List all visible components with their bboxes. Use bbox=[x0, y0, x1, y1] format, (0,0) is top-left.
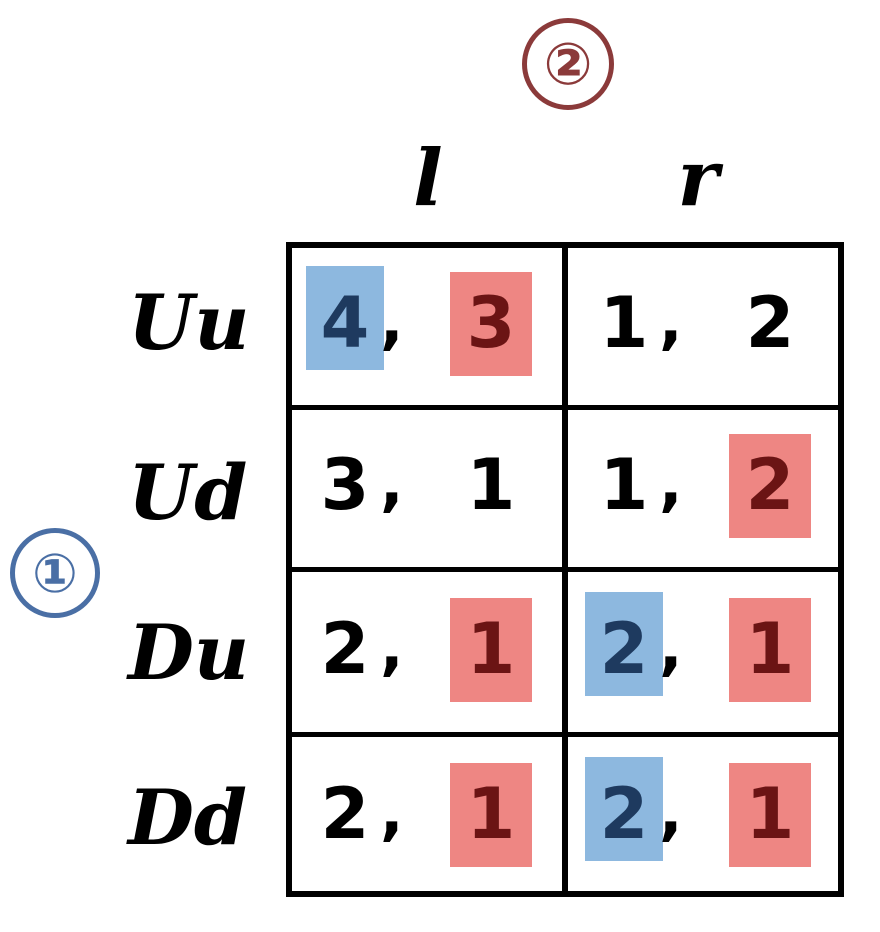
player-1-payoff: 2 bbox=[599, 772, 649, 855]
payoff-separator: , bbox=[380, 446, 404, 519]
player-1-payoff: 2 bbox=[320, 607, 370, 690]
player-1-payoff: 2 bbox=[599, 607, 649, 690]
player-2-payoff: 1 bbox=[466, 772, 516, 855]
player-2-best-response-highlight bbox=[729, 434, 811, 538]
payoff-separator: , bbox=[659, 283, 683, 357]
row-label-ud: Ud bbox=[128, 448, 248, 537]
player-2-label: ② bbox=[522, 18, 614, 110]
column-label-r: r bbox=[677, 133, 719, 224]
player-1-best-response-highlight bbox=[306, 265, 384, 370]
player-2-payoff: 2 bbox=[745, 444, 795, 526]
payoff-separator: , bbox=[380, 774, 404, 848]
player-1-best-response-highlight bbox=[585, 591, 663, 696]
player-1-best-response-highlight bbox=[585, 756, 663, 861]
player-2-best-response-highlight bbox=[450, 762, 532, 867]
player-2-best-response-highlight bbox=[450, 271, 532, 376]
column-label-l: l bbox=[413, 133, 443, 224]
player-1-payoff: 1 bbox=[599, 444, 649, 526]
payoff-separator: , bbox=[659, 774, 683, 848]
player-1-label: ① bbox=[10, 528, 100, 618]
player-1-payoff: 4 bbox=[320, 281, 370, 364]
payoff-separator: , bbox=[659, 446, 683, 519]
player-2-payoff: 1 bbox=[466, 607, 516, 690]
player-1-payoff: 1 bbox=[599, 281, 649, 364]
row-divider bbox=[286, 567, 844, 572]
payoff-separator: , bbox=[380, 609, 404, 683]
row-label-dd: Dd bbox=[128, 773, 248, 862]
payoff-separator: , bbox=[659, 609, 683, 683]
player-2-best-response-highlight bbox=[729, 762, 811, 867]
row-divider bbox=[286, 732, 844, 737]
row-divider bbox=[286, 405, 844, 410]
player-1-payoff: 2 bbox=[320, 772, 370, 855]
player-2-best-response-highlight bbox=[450, 597, 532, 702]
row-label-uu: Uu bbox=[128, 278, 250, 367]
row-label-du: Du bbox=[128, 608, 250, 697]
player-2-payoff: 1 bbox=[745, 772, 795, 855]
player-2-best-response-highlight bbox=[729, 597, 811, 702]
player-2-payoff: 1 bbox=[745, 607, 795, 690]
player-1-payoff: 3 bbox=[320, 444, 370, 526]
player-2-payoff: 3 bbox=[466, 281, 516, 364]
payoff-separator: , bbox=[380, 283, 404, 357]
player-2-payoff: 1 bbox=[466, 444, 516, 526]
player-2-payoff: 2 bbox=[745, 281, 795, 364]
